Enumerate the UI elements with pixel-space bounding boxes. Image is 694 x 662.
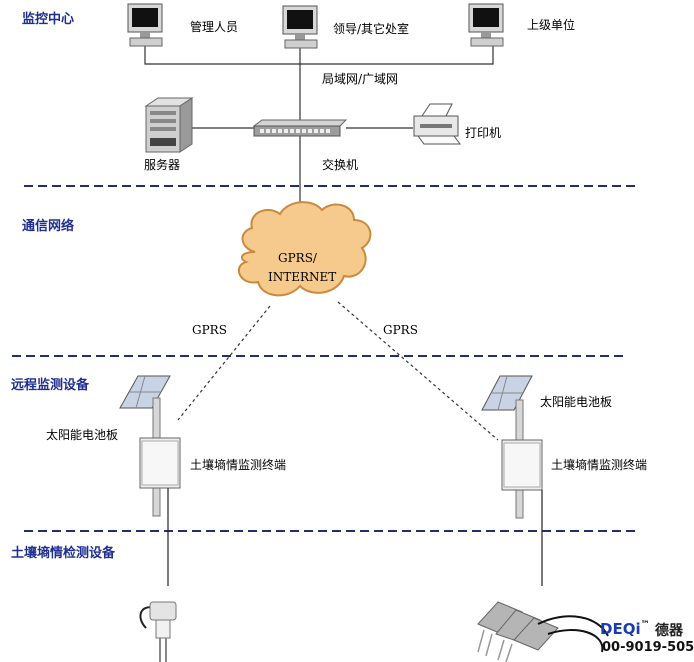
computer-icon-managers <box>127 3 163 47</box>
switch-icon <box>252 119 348 137</box>
label-left-terminal: 土壤墒情监测终端 <box>190 458 287 472</box>
lan-links <box>144 44 494 232</box>
section-dividers <box>12 185 640 532</box>
label-lan-wan: 局域网/广域网 <box>322 72 399 86</box>
label-right-terminal: 土壤墒情监测终端 <box>551 458 648 472</box>
cloud-label-line1: GPRS/ <box>278 251 317 265</box>
left-remote-station <box>119 375 181 586</box>
label-superior: 上级单位 <box>527 18 576 32</box>
brand-tm: ™ <box>640 620 650 630</box>
brand-logo: DEQi™ <box>600 620 650 638</box>
section-title-comm-network: 通信网络 <box>22 219 75 234</box>
label-leaders: 领导/其它处室 <box>333 22 410 36</box>
printer-icon <box>413 103 461 145</box>
label-switch: 交换机 <box>322 158 359 172</box>
gprs-right-line <box>337 301 499 441</box>
brand-phone: 00-9019-505 <box>602 640 694 655</box>
label-left-solar: 太阳能电池板 <box>46 428 119 442</box>
cloud-label-line2: INTERNET <box>268 270 337 284</box>
section-title-remote-devices: 远程监测设备 <box>11 378 90 393</box>
left-soil-sensor-icon <box>139 601 177 662</box>
lan-bus-line <box>144 44 494 65</box>
right-remote-station <box>481 375 543 586</box>
gprs-links <box>177 301 499 441</box>
label-server: 服务器 <box>144 158 181 172</box>
label-managers: 管理人员 <box>190 20 239 34</box>
section-title-monitor-center: 监控中心 <box>22 12 75 27</box>
computer-icon-leaders <box>282 5 318 49</box>
gprs-left-line <box>177 305 271 421</box>
section-title-soil-devices: 土壤墒情检测设备 <box>11 546 116 561</box>
label-gprs-right: GPRS <box>383 323 418 337</box>
server-icon <box>144 97 194 153</box>
computer-icon-superior <box>468 3 504 47</box>
label-printer: 打印机 <box>465 126 502 140</box>
right-soil-sensors-icon <box>477 601 609 662</box>
label-right-solar: 太阳能电池板 <box>540 395 613 409</box>
brand-chinese-name: 德器 <box>655 623 683 639</box>
brand-logo-text: DEQi <box>600 620 641 638</box>
label-gprs-left: GPRS <box>192 323 227 337</box>
cloud-icon <box>237 201 372 297</box>
